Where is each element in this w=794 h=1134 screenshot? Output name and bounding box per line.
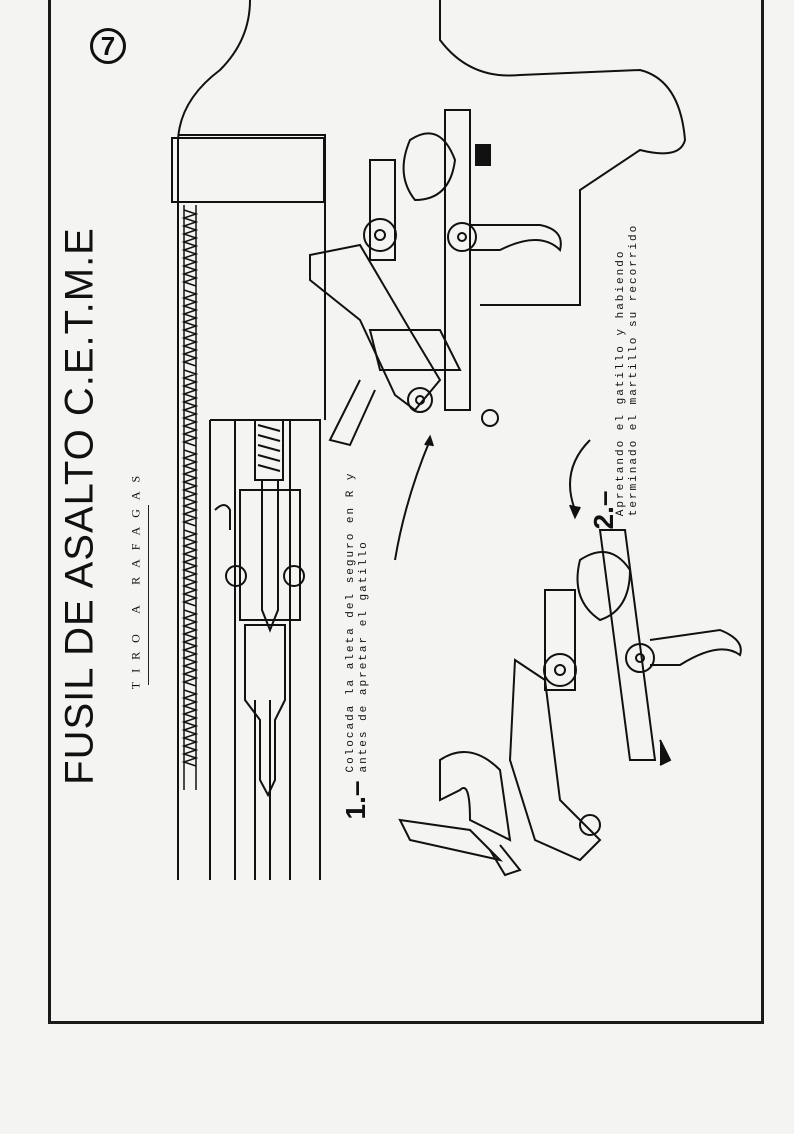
step-2-caption-line-2: terminado el martillo su recorrido <box>628 223 640 517</box>
trigger-mechanism-2 <box>398 529 742 877</box>
recoil-spring <box>181 205 199 790</box>
page-subtitle: TIRO A RAFAGAS <box>128 466 143 690</box>
step-1-caption: Colocada la aleta del seguro en R y ante… <box>345 471 371 772</box>
receiver-outline <box>171 0 687 880</box>
page-title: FUSIL DE ASALTO C.E.T.M.E <box>57 227 102 785</box>
trigger-mechanism-1 <box>309 109 562 447</box>
page-border <box>48 0 764 1024</box>
step-2-caption-line-1: Apretando el gatillo y habiendo <box>615 249 627 517</box>
page-number-badge: 7 <box>90 28 126 64</box>
step-1-caption-line-1: Colocada la aleta del seguro en R y <box>345 471 357 773</box>
step-1-number: 1.– <box>340 780 371 820</box>
arrow-2 <box>569 439 591 511</box>
step-1-caption-line-2: antes de apretar el gatillo <box>358 540 370 773</box>
arrow-1 <box>394 439 431 561</box>
bolt-and-cartridge <box>214 419 305 798</box>
step-2-caption: Apretando el gatillo y habiendo terminad… <box>615 224 641 516</box>
subtitle-underline <box>148 505 149 685</box>
